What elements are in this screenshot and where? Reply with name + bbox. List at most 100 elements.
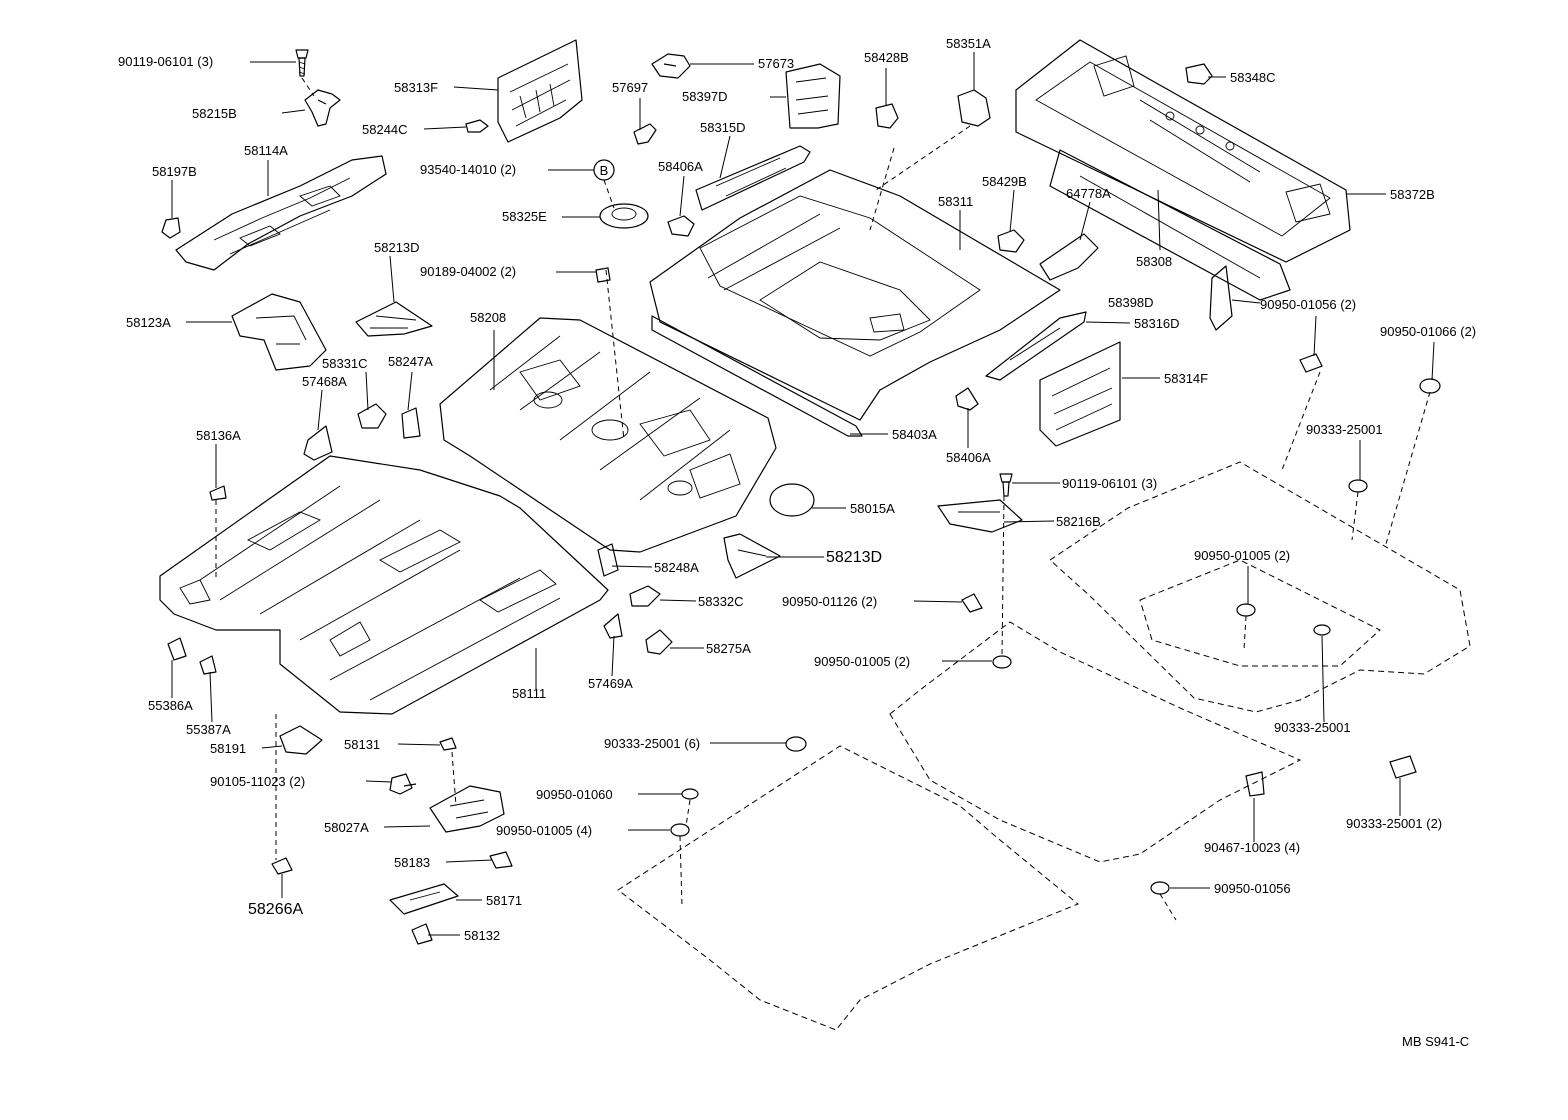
part-drawings: B — [159, 39, 1471, 1031]
member-58114A — [175, 155, 387, 271]
floor-pan-58208 — [439, 317, 777, 553]
bracket-58406A-b — [955, 387, 979, 411]
label-55386A: 55386A — [148, 698, 193, 713]
bracket-58351A — [957, 89, 991, 127]
label-58132: 58132 — [464, 928, 500, 943]
label-58406A-a: 58406A — [658, 159, 703, 174]
clip-55386A — [167, 637, 187, 661]
label-58351A: 58351A — [946, 36, 991, 51]
pad-58244C — [465, 119, 489, 133]
label-90950-01056: 90950-01056 — [1214, 881, 1291, 896]
pad-64778A — [1039, 233, 1099, 281]
plug-90950-01056-a — [1299, 353, 1323, 373]
label-58213D-b: 58213D — [826, 549, 882, 566]
floor-silencer-pads — [617, 461, 1471, 1031]
label-90119-06101-a: 90119-06101 (3) — [118, 54, 213, 69]
reinforcement-58315D — [695, 145, 811, 211]
label-58314F: 58314F — [1164, 371, 1208, 386]
bracket-58123A — [231, 293, 327, 371]
label-58247A: 58247A — [388, 354, 433, 369]
plug-90333-25001-2 — [1389, 755, 1417, 779]
clip-90467-10023 — [1245, 771, 1265, 797]
assembly-lines — [215, 77, 1431, 921]
bracket-58248A — [597, 543, 619, 577]
label-58216B: 58216B — [1056, 514, 1101, 529]
bolt-90119-06101-b — [999, 473, 1013, 497]
label-58316D: 58316D — [1134, 316, 1180, 331]
bracket-58216B — [937, 499, 1023, 533]
label-57468A: 57468A — [302, 374, 347, 389]
bracket-58428B — [875, 103, 899, 129]
label-58313F: 58313F — [394, 80, 438, 95]
clip-58197B — [161, 217, 181, 239]
label-58015A: 58015A — [850, 501, 895, 516]
label-58403A: 58403A — [892, 427, 937, 442]
label-90950-01066-2: 90950-01066 (2) — [1380, 324, 1476, 339]
plug-90333-25001-6 — [785, 736, 807, 752]
plug-90950-01005-4 — [670, 823, 690, 837]
label-58308: 58308 — [1136, 254, 1172, 269]
bracket-58348C — [1185, 63, 1213, 85]
label-90333-25001-6: 90333-25001 (6) — [604, 736, 700, 751]
bracket-58213D-a — [355, 301, 433, 337]
label-58114A: 58114A — [244, 143, 288, 158]
label-58332C: 58332C — [698, 594, 744, 609]
bracket-58406A-a — [667, 215, 695, 237]
clip-58183 — [489, 851, 513, 869]
clip-58275A — [645, 629, 673, 655]
plug-90950-01066 — [1419, 378, 1441, 394]
clip-58266A — [271, 857, 293, 875]
label-58397D: 58397D — [682, 89, 728, 104]
label-58136A: 58136A — [196, 428, 241, 443]
bracket-58398D — [1209, 265, 1233, 331]
label-57673: 57673 — [758, 56, 794, 71]
panel-58313F — [497, 39, 583, 143]
label-58275A: 58275A — [706, 641, 751, 656]
front-floor-pan-58111 — [159, 455, 609, 715]
label-58398D: 58398D — [1108, 295, 1154, 310]
panel-58314F — [1039, 341, 1121, 447]
label-90105-11023: 90105-11023 (2) — [210, 774, 305, 789]
bracket-58191 — [279, 725, 323, 755]
label-90950-01005-2-a: 90950-01005 (2) — [1194, 548, 1290, 563]
drawing-code: MB S941-C — [1402, 1034, 1469, 1049]
label-58027A: 58027A — [324, 820, 369, 835]
label-90950-01056-2: 90950-01056 (2) — [1260, 297, 1356, 312]
label-58171: 58171 — [486, 893, 522, 908]
label-58315D: 58315D — [700, 120, 746, 135]
bracket-58332C — [629, 585, 661, 607]
label-58331C: 58331C — [322, 356, 368, 371]
label-58244C: 58244C — [362, 122, 408, 137]
label-64778A: 64778A — [1066, 186, 1111, 201]
crossmember-58308 — [1049, 149, 1291, 301]
clip-57673 — [651, 53, 691, 79]
bracket-58397D — [785, 63, 841, 129]
label-57697: 57697 — [612, 80, 648, 95]
label-90333-25001-b: 90333-25001 — [1274, 720, 1351, 735]
plug-90333-25001-b — [1313, 624, 1331, 636]
callout-b-text: B — [600, 163, 609, 178]
clip-58132 — [411, 923, 433, 945]
label-90950-01005-2-b: 90950-01005 (2) — [814, 654, 910, 669]
label-58248A: 58248A — [654, 560, 699, 575]
label-58372B: 58372B — [1390, 187, 1435, 202]
label-58191: 58191 — [210, 741, 246, 756]
label-58131: 58131 — [344, 737, 380, 752]
bolt-90105-11023 — [389, 773, 417, 795]
label-90333-25001-2: 90333-25001 (2) — [1346, 816, 1442, 831]
cover-58325E — [599, 203, 649, 229]
plug-90950-01005-b — [1236, 603, 1256, 617]
label-58183: 58183 — [394, 855, 430, 870]
bracket-57697 — [633, 123, 657, 145]
label-58325E: 58325E — [502, 209, 547, 224]
bracket-58215B — [304, 89, 341, 127]
plug-90950-01060 — [681, 788, 699, 800]
label-58348C: 58348C — [1230, 70, 1276, 85]
plug-90189-04002 — [595, 267, 611, 283]
plug-90950-01126 — [961, 593, 983, 613]
label-90119-06101-b: 90119-06101 (3) — [1062, 476, 1157, 491]
clip-57468A — [303, 425, 333, 461]
plate-58171 — [389, 883, 459, 915]
bracket-58027A — [429, 785, 505, 833]
